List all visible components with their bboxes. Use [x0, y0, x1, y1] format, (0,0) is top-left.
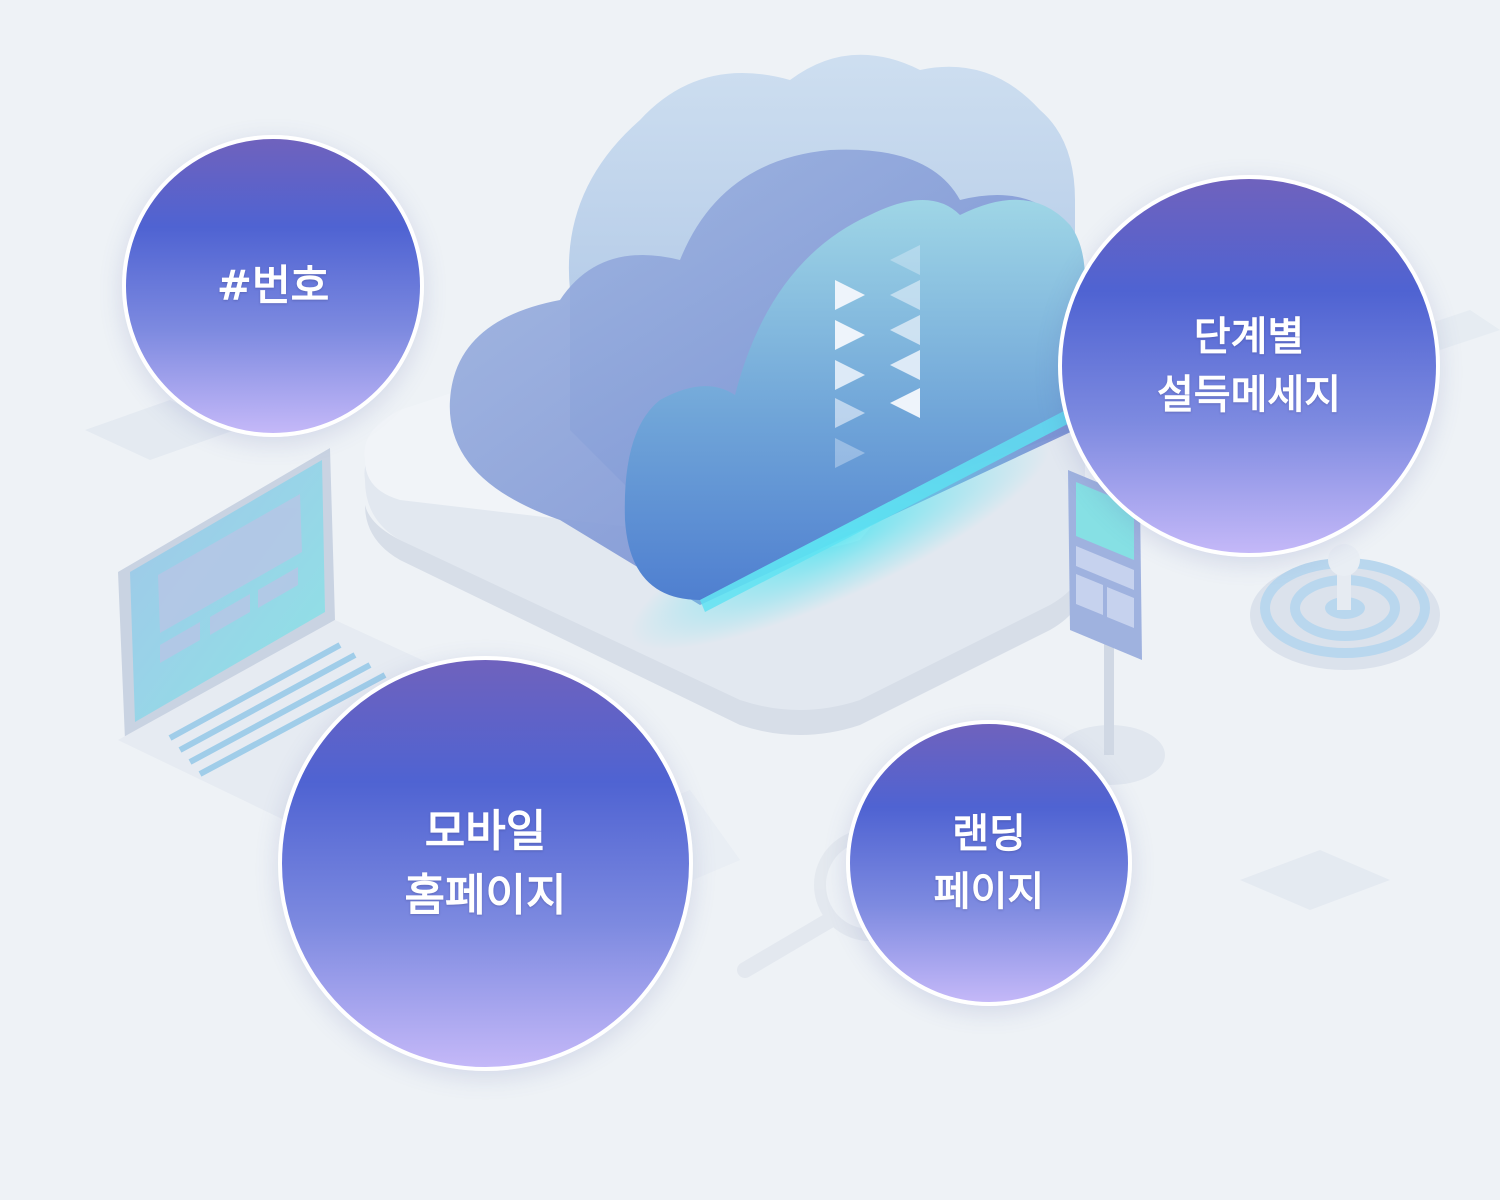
bubble-number-label: #번호 — [217, 256, 329, 317]
bubble-step-message-label: 단계별 설득메세지 — [1157, 308, 1341, 424]
bubble-number[interactable]: #번호 — [122, 135, 424, 437]
bubble-step-message-line1: 단계별 — [1193, 314, 1305, 360]
bubble-landing-page[interactable]: 랜딩 페이지 — [846, 720, 1132, 1006]
bubble-mobile-homepage-line2: 홈페이지 — [404, 869, 567, 921]
bubble-landing-page-label: 랜딩 페이지 — [934, 805, 1044, 921]
cloud-icon — [449, 54, 1085, 650]
bubble-landing-page-line1: 랜딩 — [952, 811, 1026, 857]
bubble-mobile-homepage-label: 모바일 홈페이지 — [405, 800, 567, 928]
bubble-landing-page-line2: 페이지 — [933, 869, 1045, 915]
bubble-mobile-homepage[interactable]: 모바일 홈페이지 — [278, 656, 693, 1071]
bubble-mobile-homepage-line1: 모바일 — [424, 805, 547, 857]
bubble-step-message[interactable]: 단계별 설득메세지 — [1058, 175, 1440, 557]
bubble-number-line1: #번호 — [216, 260, 330, 310]
target-icon — [1250, 544, 1440, 670]
bubble-step-message-line2: 설득메세지 — [1157, 372, 1341, 418]
